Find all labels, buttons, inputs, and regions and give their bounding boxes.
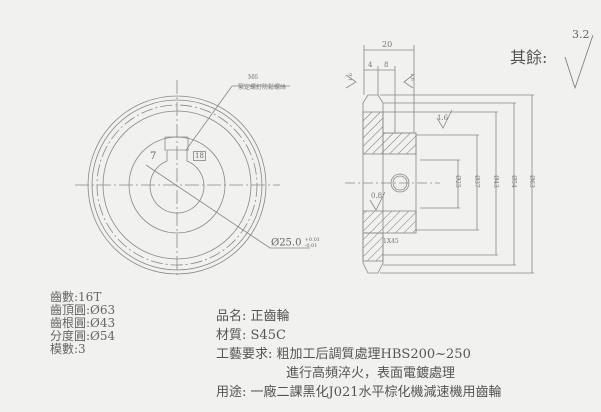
- section-bottom-hub: [362, 210, 417, 234]
- roughness-symbol-bore: [369, 191, 386, 211]
- bore-dim-value: Ø25.0: [271, 237, 302, 249]
- part-name-label: 品名:: [216, 309, 247, 324]
- usage-label: 用途:: [216, 385, 247, 400]
- usage-value: 一廠二課黑化J021水平棕化機減速機用齒輪: [250, 385, 502, 400]
- section-top-hub: [382, 132, 417, 155]
- part-name-value: 正齒輪: [250, 309, 290, 324]
- diameter-dims: [380, 94, 534, 274]
- roughness-symbols-faces: [345, 74, 414, 89]
- width-dim: 20: [382, 40, 393, 49]
- spec-pitch-diameter: 分度圓:Ø54: [50, 329, 116, 343]
- set-screw-hole: [164, 136, 189, 151]
- dia-25: Ø25: [453, 175, 461, 188]
- spec-teeth: 齒數:16T: [50, 290, 102, 304]
- process: 工藝要求: 粗加工后調質處理HBS200~250: [216, 343, 471, 362]
- dim-8: 8: [384, 61, 389, 69]
- dia-63: Ø63: [527, 175, 535, 188]
- screw-note-text: 緊定螺釘防鬆螺絲: [238, 84, 287, 91]
- gear-rim: [362, 94, 384, 274]
- spec-root-diameter: 齒根圓:Ø43: [50, 316, 116, 330]
- bore-tolerance: +0.01 -0.01: [305, 237, 320, 249]
- section-top-rim: [362, 111, 384, 155]
- process-line2: 進行高頻淬火，表面電鍍處理: [286, 366, 456, 381]
- bore-with-keyway: [149, 149, 205, 214]
- roughness-left: 1.6: [347, 73, 354, 81]
- gear-specs: 齒數:16T 齒頂圓:Ø63 齒根圓:Ø43 分度圓:Ø54 模數:3: [50, 291, 115, 356]
- spec-tip-diameter: 齒頂圓:Ø63: [50, 303, 116, 317]
- roughness-right: 1.6: [408, 73, 415, 81]
- bore-tol-lower: -0.01: [304, 243, 318, 249]
- material-value: S45C: [250, 328, 286, 343]
- part-name: 品名: 正齒輪: [216, 305, 290, 324]
- process-line1: 粗加工后調質處理HBS200~250: [276, 347, 471, 362]
- roughness-bore: 0.8: [371, 192, 383, 200]
- material-label: 材質:: [216, 328, 247, 343]
- keyway-depth: 18: [193, 151, 206, 161]
- side-view: [345, 34, 594, 274]
- dia-37: Ø37: [472, 175, 480, 188]
- general-roughness-label: 其餘:: [510, 48, 548, 67]
- process-label: 工藝要求:: [216, 347, 273, 362]
- bore-tol-upper: +0.01: [304, 237, 320, 243]
- material: 材質: S45C: [216, 324, 286, 343]
- section-bottom-rim: [362, 232, 384, 262]
- roughness-inner: 1.6: [437, 114, 449, 122]
- dia-43: Ø43: [491, 175, 499, 188]
- dia-54: Ø54: [509, 175, 517, 188]
- roughness-symbol-general: [564, 34, 594, 90]
- bore-dimension: Ø25.0 +0.01 -0.01: [271, 237, 320, 249]
- bore-leader: [145, 164, 271, 249]
- screw-note-m6: M6: [248, 74, 258, 81]
- chamfer-note: 1X45: [383, 238, 399, 245]
- keyway-width: 7: [150, 151, 157, 162]
- usage: 用途: 一廠二課黑化J021水平棕化機減速機用齒輪: [216, 381, 502, 400]
- spec-module: 模數:3: [50, 342, 86, 356]
- roughness-symbol-inner: [436, 109, 453, 129]
- front-view: [75, 80, 310, 275]
- screw-leader: [185, 85, 233, 151]
- general-roughness-value: 3.2: [572, 28, 590, 41]
- dim-4: 4: [368, 61, 373, 69]
